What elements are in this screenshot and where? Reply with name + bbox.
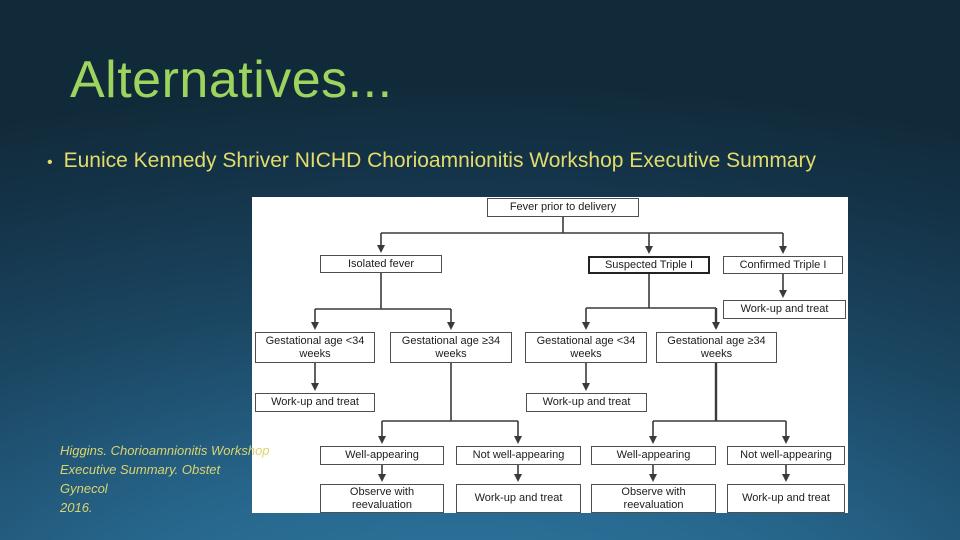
flowchart-node-suspected-triple-i: Suspected Triple I	[588, 256, 710, 274]
flowchart-node-well-isolated: Well-appearing	[320, 446, 444, 465]
flowchart-panel: Fever prior to delivery Isolated fever S…	[252, 197, 848, 513]
bullet-text: Eunice Kennedy Shriver NICHD Chorioamnio…	[63, 149, 817, 172]
flowchart-node-not-well-isolated: Not well-appearing	[456, 446, 581, 465]
flowchart-node-workup-confirmed: Work-up and treat	[723, 300, 846, 319]
citation-line: 2016.	[60, 500, 93, 515]
flowchart-node-not-well-suspected: Not well-appearing	[727, 446, 845, 465]
flowchart-connectors	[311, 217, 790, 482]
flowchart-node-isolated-fever: Isolated fever	[320, 255, 442, 273]
flowchart-node-ga-lt34-isolated: Gestational age <34 weeks	[255, 332, 375, 363]
flowchart-node-workup-ga-lt34-suspected: Work-up and treat	[526, 393, 647, 412]
flowchart-node-ga-ge34-isolated: Gestational age ≥34 weeks	[390, 332, 512, 363]
flowchart-node-confirmed-triple-i: Confirmed Triple I	[723, 256, 843, 274]
bullet-item: • Eunice Kennedy Shriver NICHD Chorioamn…	[47, 148, 907, 176]
flowchart-node-well-suspected: Well-appearing	[591, 446, 716, 465]
flowchart-node-ga-lt34-suspected: Gestational age <34 weeks	[525, 332, 647, 363]
flowchart-node-observe-isolated: Observe with reevaluation	[320, 484, 444, 513]
flowchart-node-fever-prior-to-delivery: Fever prior to delivery	[487, 198, 639, 217]
bullet-icon: •	[47, 154, 53, 171]
flowchart-node-ga-ge34-suspected: Gestational age ≥34 weeks	[656, 332, 777, 363]
flowchart-node-workup-not-well-isolated: Work-up and treat	[456, 484, 581, 513]
citation-line: Higgins. Chorioamnionitis Workshop	[60, 443, 270, 458]
slide-title: Alternatives...	[70, 51, 393, 109]
flowchart-node-workup-not-well-suspected: Work-up and treat	[727, 484, 845, 513]
flowchart-node-observe-suspected: Observe with reevaluation	[591, 484, 716, 513]
citation: Higgins. Chorioamnionitis Workshop Execu…	[60, 441, 270, 517]
flowchart-node-workup-ga-lt34-isolated: Work-up and treat	[255, 393, 375, 412]
citation-line: Executive Summary. Obstet Gynecol	[60, 462, 221, 496]
